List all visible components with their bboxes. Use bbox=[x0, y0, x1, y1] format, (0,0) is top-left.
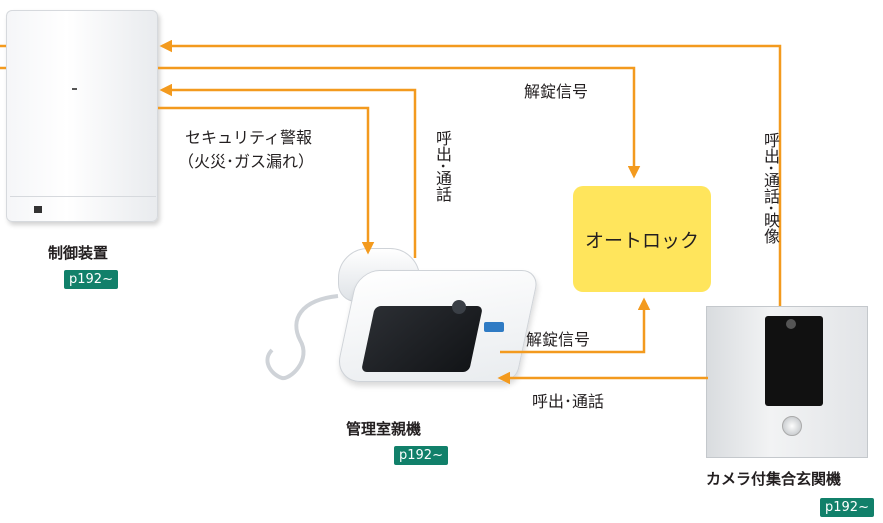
master-station-cord bbox=[265, 294, 339, 381]
unlock-signal-label-bottom: 解錠信号 bbox=[526, 330, 591, 349]
wire-panel-to-control bbox=[159, 39, 782, 306]
wire-control-to-autolock bbox=[158, 66, 641, 179]
wire-master-to-autolock bbox=[500, 297, 651, 354]
entrance-panel-camera bbox=[786, 319, 796, 329]
call-talk-vertical-label: 呼出･通話 bbox=[433, 130, 452, 203]
security-alarm-detail-label: （火災･ガス漏れ） bbox=[178, 152, 315, 171]
master-station-page-badge[interactable]: p192~ bbox=[394, 446, 448, 465]
wire-master-to-control bbox=[159, 83, 417, 258]
control-unit-port bbox=[34, 206, 42, 213]
wire-control-to-master bbox=[158, 106, 375, 255]
control-unit-caption: 制御装置 bbox=[48, 244, 109, 262]
control-unit-indicator bbox=[72, 88, 77, 90]
control-unit-image bbox=[6, 10, 158, 222]
autolock-label: オートロック bbox=[584, 229, 699, 252]
entrance-panel-key bbox=[782, 416, 802, 436]
entrance-panel-caption: カメラ付集合玄関機 bbox=[706, 470, 842, 488]
call-talk-video-vertical-label: 呼出･通話･映像 bbox=[761, 132, 780, 245]
entrance-panel-screen bbox=[765, 316, 823, 406]
entrance-panel-page-badge[interactable]: p192~ bbox=[820, 498, 874, 517]
autolock-box: オートロック bbox=[573, 186, 711, 292]
call-talk-label-bottom: 呼出･通話 bbox=[532, 392, 605, 411]
control-unit-base bbox=[10, 196, 156, 221]
unlock-signal-label-top: 解錠信号 bbox=[524, 82, 589, 101]
master-station-button bbox=[484, 322, 504, 332]
control-unit-page-badge[interactable]: p192~ bbox=[64, 270, 118, 289]
master-station-caption: 管理室親機 bbox=[346, 420, 422, 438]
master-station-camera bbox=[452, 300, 466, 314]
security-alarm-label: セキュリティ警報 bbox=[185, 128, 313, 147]
